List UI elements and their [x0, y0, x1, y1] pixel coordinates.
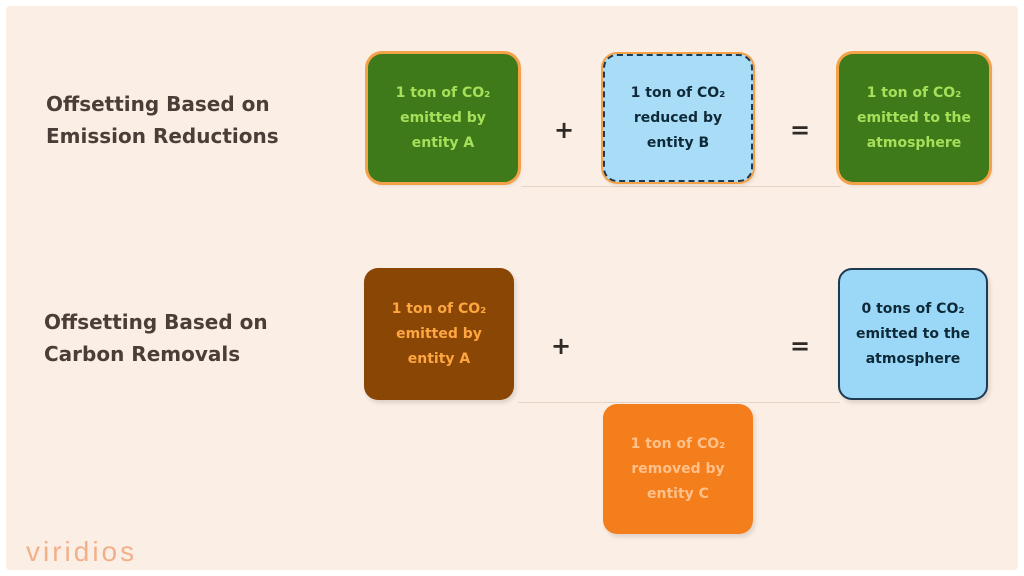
box-emitted-entity-a-row1-text: 1 ton of CO₂ emitted by entity A: [395, 84, 491, 151]
connector-line-row1: [521, 186, 841, 187]
box-result-row1: 1 ton of CO₂ emitted to the atmosphere: [839, 54, 989, 182]
box-emitted-entity-a-row1: 1 ton of CO₂ emitted by entity A: [368, 54, 518, 182]
box-removed-entity-c-text: 1 ton of CO₂ removed by entity C: [630, 435, 726, 502]
box-reduced-entity-b: 1 ton of CO₂ reduced by entity B: [603, 54, 753, 182]
box-removed-entity-c: 1 ton of CO₂ removed by entity C: [603, 404, 753, 534]
box-emitted-entity-a-row2: 1 ton of CO₂ emitted by entity A: [364, 268, 514, 400]
connector-line-row2: [518, 402, 840, 403]
box-result-row2: 0 tons of CO₂ emitted to the atmosphere: [838, 268, 988, 400]
box-result-row1-text: 1 ton of CO₂ emitted to the atmosphere: [857, 84, 971, 151]
row-label-emission-reductions: Offsetting Based on Emission Reductions: [46, 92, 279, 148]
equals-operator-row1: =: [790, 116, 811, 144]
box-emitted-entity-a-row2-text: 1 ton of CO₂ emitted by entity A: [391, 300, 487, 367]
equals-operator-row2: =: [790, 332, 811, 360]
plus-operator-row1: +: [554, 116, 575, 144]
row-label-carbon-removals: Offsetting Based on Carbon Removals: [44, 310, 268, 366]
box-reduced-entity-b-text: 1 ton of CO₂ reduced by entity B: [630, 84, 726, 151]
diagram-canvas: Offsetting Based on Emission Reductions …: [6, 6, 1018, 570]
box-result-row2-text: 0 tons of CO₂ emitted to the atmosphere: [856, 300, 970, 367]
viridios-logo: viridios: [26, 536, 138, 567]
plus-operator-row2: +: [551, 332, 572, 360]
